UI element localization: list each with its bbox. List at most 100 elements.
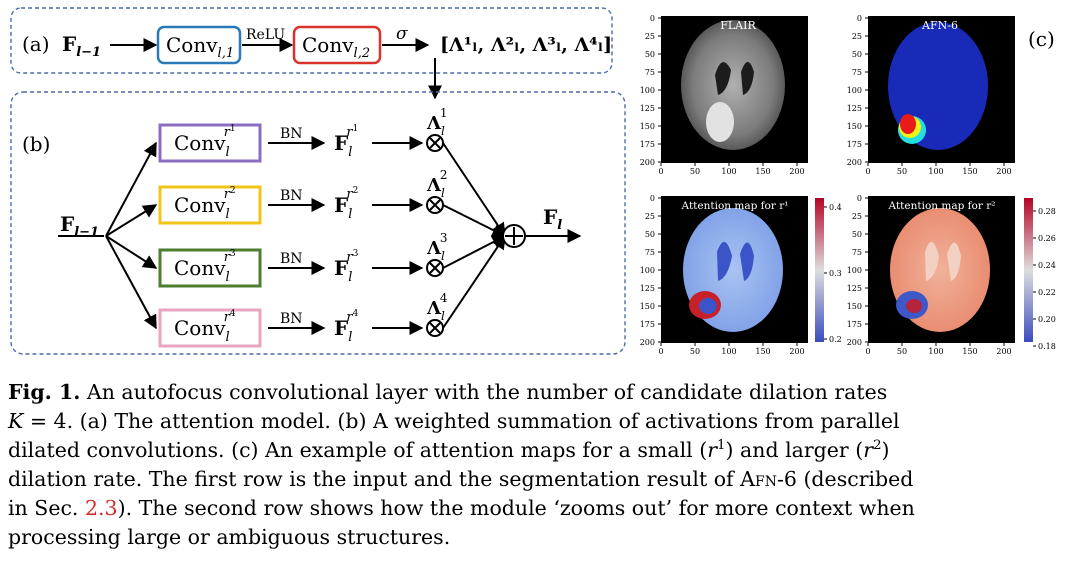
arrow-fanout-3: [105, 235, 158, 269]
y-tick-label: 50: [645, 230, 655, 239]
x-tick-label: 150: [962, 347, 977, 356]
bn-label-3: BN: [280, 251, 303, 267]
colorbar-r2-tick-label: 0.28: [1038, 207, 1056, 216]
attention-model-frame: [10, 7, 613, 74]
y-tick-label: 125: [847, 284, 862, 293]
lambda-1-label: Λl1: [426, 106, 447, 138]
section-reference-link[interactable]: 2.3: [84, 496, 118, 520]
colorbar-r1: [815, 198, 824, 342]
x-tick-label: 100: [721, 347, 736, 356]
x-tick-label: 200: [789, 167, 804, 176]
y-tick-label: 25: [852, 32, 862, 41]
y-tick-label: 0: [650, 194, 655, 203]
conv-r3-box: [158, 248, 262, 288]
x-tick-label: 100: [928, 167, 943, 176]
arrow-fanout-4: [105, 235, 157, 330]
arrow-to-sum-3: [442, 235, 507, 269]
x-tick-label: 100: [721, 167, 736, 176]
bn-label-4: BN: [280, 311, 303, 327]
arrow-to-sum-1: [442, 142, 506, 238]
arrow-fanout-2: [105, 204, 158, 237]
x-tick-label: 50: [690, 167, 700, 176]
conv-r4-box: [158, 308, 262, 348]
x-tick-label: 50: [897, 347, 907, 356]
flair-title: FLAIR: [720, 19, 756, 32]
y-tick-label: 75: [645, 248, 655, 257]
attention-r1-panel: Attention map for r¹: [661, 196, 808, 343]
panel-label-b: (b): [22, 132, 50, 156]
y-tick-label: 100: [847, 86, 862, 95]
y-tick-label: 150: [640, 302, 655, 311]
y-tick-label: 175: [847, 320, 862, 329]
lambda-4-label: Λl4: [426, 291, 448, 323]
flair-panel: FLAIR: [661, 16, 808, 163]
colorbar-r1-tick-label: 0.3: [829, 269, 842, 278]
attention-r1-title: Attention map for r¹: [681, 200, 789, 212]
conv-r1-label: Convlr1: [174, 124, 236, 160]
y-tick-label: 150: [640, 122, 655, 131]
relu-label: ReLU: [246, 27, 285, 43]
arrow-fanout-1: [105, 141, 157, 237]
conv-l2-box: [292, 25, 382, 65]
caption-line-1: Fig. 1. An autofocus convolutional layer…: [8, 380, 888, 404]
multiply-x2-1: [429, 137, 441, 149]
colorbar-r2-tick-label: 0.20: [1038, 315, 1056, 324]
figure-diagram: (a) Fl−1 Convl,1 ReLU Convl,2 σ [Λ¹ₗ, Λ²…: [10, 7, 1056, 356]
x-tick-label: 150: [962, 167, 977, 176]
y-tick-label: 150: [847, 302, 862, 311]
colorbar-r2-tick-label: 0.26: [1038, 234, 1056, 243]
x-tick-label: 100: [928, 347, 943, 356]
feature-r2-label: Flr2: [334, 186, 358, 222]
colorbar-r2-tick-label: 0.18: [1038, 342, 1056, 351]
branches-frame: [10, 91, 626, 355]
caption-line-4: dilation rate. The first row is the inpu…: [8, 467, 914, 491]
y-tick-label: 125: [847, 104, 862, 113]
panel-label-c: (c): [1028, 27, 1055, 51]
y-tick-label: 25: [645, 212, 655, 221]
y-tick-label: 50: [852, 230, 862, 239]
y-tick-label: 100: [640, 266, 655, 275]
attention-r2-panel: Attention map for r²: [868, 196, 1015, 343]
x-tick-label: 50: [897, 167, 907, 176]
caption-line-5: in Sec. 2.3). The second row shows how t…: [8, 496, 915, 520]
y-tick-label: 25: [852, 212, 862, 221]
y-tick-label: 125: [640, 284, 655, 293]
conv-l1-label: Convl,1: [166, 33, 234, 61]
arrow-to-sum-4: [442, 234, 506, 329]
y-tick-label: 0: [857, 194, 862, 203]
caption-line-6: processing large or ambiguous structures…: [8, 525, 451, 549]
multiply-x2-3: [429, 262, 441, 274]
multiply-x2-4: [429, 322, 441, 334]
colorbar-r2-tick-label: 0.24: [1038, 261, 1056, 270]
lambda-3-label: Λl3: [426, 231, 447, 263]
attention-r2-title: Attention map for r²: [888, 200, 996, 212]
y-tick-label: 200: [847, 338, 862, 347]
y-tick-label: 50: [645, 50, 655, 59]
conv-r2-label: Convlr2: [174, 186, 236, 222]
x-tick-label: 0: [658, 167, 663, 176]
x-tick-label: 150: [755, 167, 770, 176]
conv-r1-box: [158, 123, 262, 163]
colorbar-r1-tick-label: 0.4: [829, 203, 842, 212]
sigma-label: σ: [396, 24, 408, 44]
y-tick-label: 75: [645, 68, 655, 77]
bn-label-1: BN: [280, 126, 303, 142]
y-tick-label: 125: [640, 104, 655, 113]
arrow-to-sum-2: [442, 204, 507, 237]
x-tick-label: 200: [996, 167, 1011, 176]
bn-label-2: BN: [280, 188, 303, 204]
x-tick-label: 0: [658, 347, 663, 356]
figure-caption: Fig. 1. An autofocus convolutional layer…: [8, 378, 1072, 552]
branch-output-label: Fl: [543, 205, 562, 233]
y-tick-label: 0: [857, 14, 862, 23]
conv-l2-label: Convl,2: [302, 33, 370, 61]
y-tick-label: 25: [645, 32, 655, 41]
x-tick-label: 0: [865, 347, 870, 356]
y-tick-label: 50: [852, 50, 862, 59]
x-tick-label: 200: [996, 347, 1011, 356]
conv-r2-box: [158, 185, 262, 225]
lambda-2-label: Λl2: [426, 168, 447, 200]
colorbar-r2-tick-label: 0.22: [1038, 288, 1056, 297]
multiply-x2-2: [429, 199, 441, 211]
